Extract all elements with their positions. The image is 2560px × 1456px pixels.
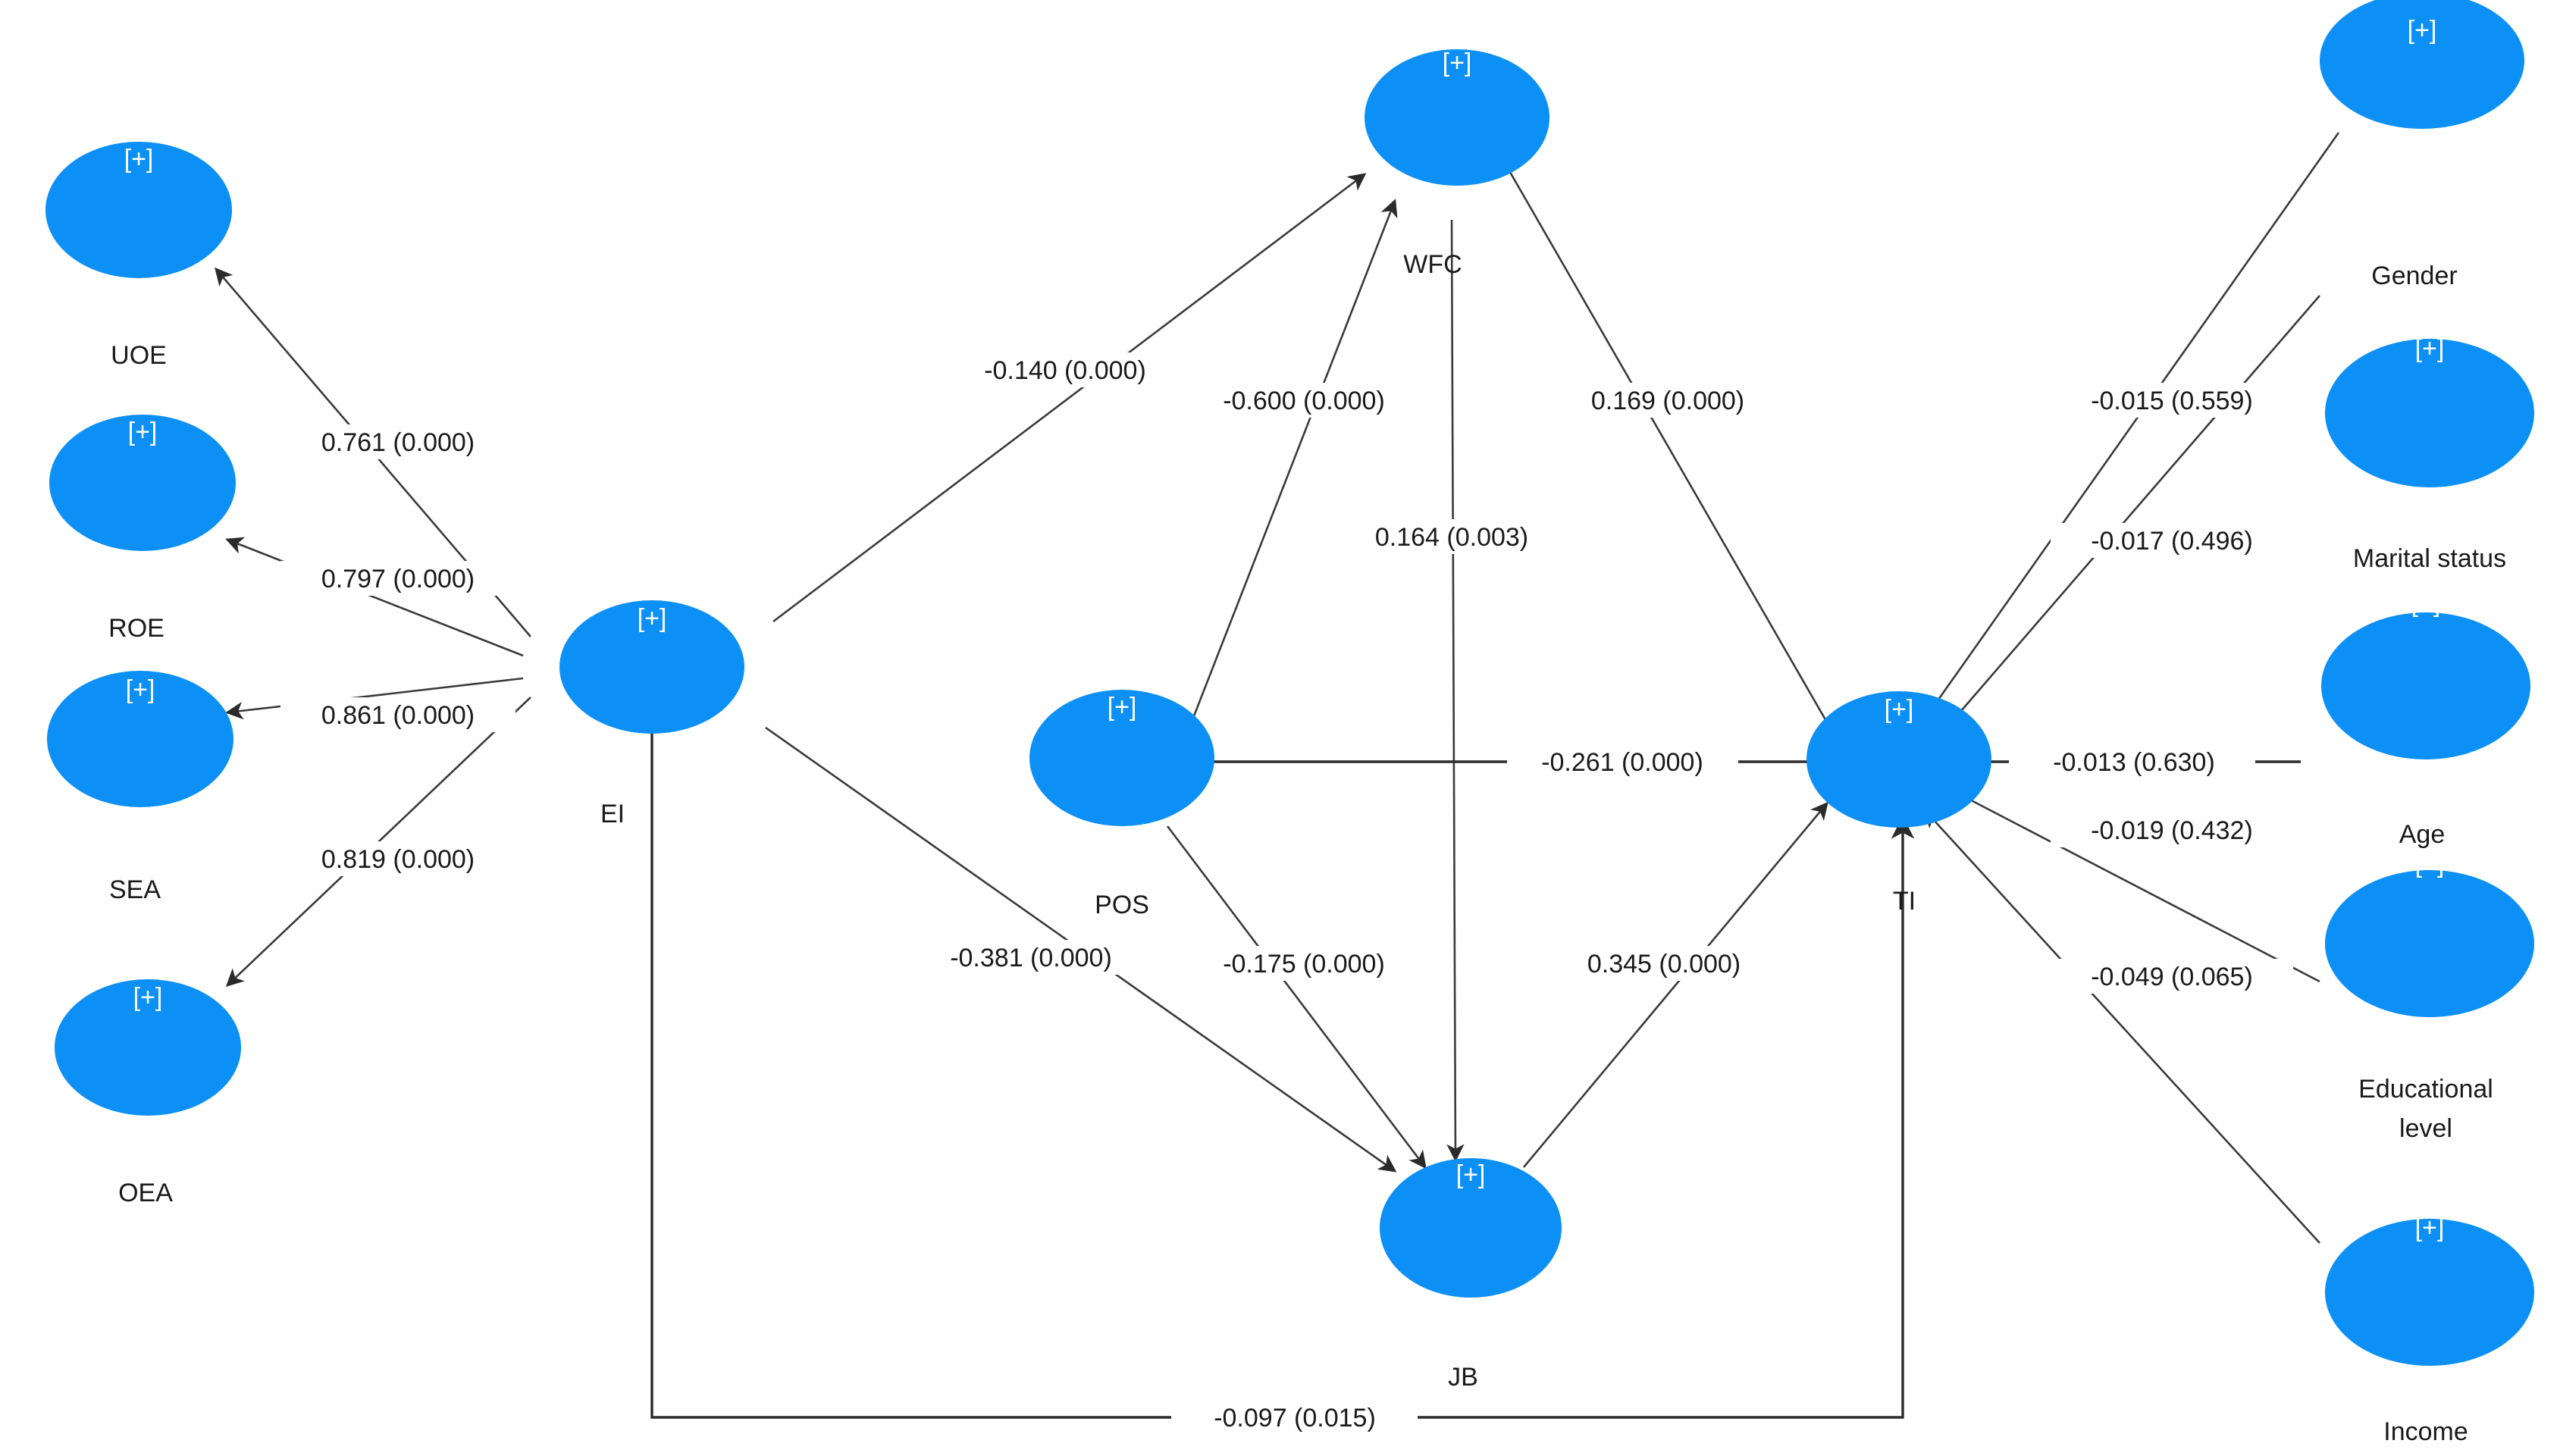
node-pos-label: POS (1095, 891, 1149, 919)
coef-ei-jb-text: -0.381 (0.000) (950, 944, 1112, 972)
edge-ei-roe (225, 537, 524, 657)
node-roe-label: ROE (108, 614, 165, 643)
node-educational-level-label-line2: level (2399, 1114, 2452, 1143)
coef-ei-oea-bg (280, 841, 515, 876)
coef-wfc-jb-text: 0.164 (0.003) (1375, 523, 1528, 552)
node-uoe-label: UOE (111, 341, 167, 370)
coef-wfc-ti-text: 0.169 (0.000) (1591, 387, 1744, 415)
node-oea-label: OEA (118, 1179, 173, 1207)
node-pos-shape[interactable] (1029, 690, 1214, 826)
edge-ei-wfc (772, 173, 1367, 623)
node-ei-shape[interactable] (559, 600, 744, 734)
node-income-shape[interactable] (2325, 1219, 2534, 1366)
coef-pos-ti-text: -0.261 (0.000) (1541, 748, 1703, 777)
node-jb-label: JB (1448, 1363, 1478, 1392)
node-income[interactable]: [+] Income (2325, 1213, 2534, 1446)
coef-pos-wfc-bg (1179, 383, 1429, 418)
node-gender[interactable]: [+] Gender (2320, 0, 2524, 290)
node-roe-shape[interactable] (49, 415, 236, 551)
edge-jb-ti (1523, 801, 1828, 1168)
edge-pos-jb (1166, 825, 1427, 1169)
node-marital-status[interactable]: [+] Marital status (2325, 334, 2534, 573)
coef-ei-ti-text: -0.097 (0.015) (1214, 1404, 1376, 1433)
node-age-label: Age (2399, 820, 2446, 849)
coef-ei-wfc-bg (940, 352, 1190, 387)
node-uoe-shape[interactable] (45, 142, 232, 278)
node-roe[interactable]: [+] ROE (49, 415, 236, 643)
node-marital-status-shape[interactable] (2325, 339, 2534, 487)
edge-ei-sea (225, 677, 524, 720)
node-educational-level-label-line1: Educational (2358, 1075, 2493, 1104)
edge-ei-ti (650, 731, 1249, 1419)
coef-ei-wfc-text: -0.140 (0.000) (984, 356, 1146, 385)
coef-ei-roe-bg (280, 561, 515, 596)
coef-ei-oea-text: 0.819 (0.000) (321, 845, 475, 874)
coef-ei-uoe-bg (280, 424, 515, 459)
edge-income-ti (1924, 809, 2320, 1244)
node-gender-shape[interactable] (2320, 0, 2524, 129)
node-oea[interactable]: [+] OEA (55, 979, 241, 1207)
node-wfc-shape[interactable] (1365, 49, 1549, 186)
coef-education-ti-text: -0.019 (0.432) (2091, 816, 2253, 845)
node-uoe[interactable]: [+] UOE (45, 142, 232, 370)
node-ti[interactable]: [+] TI (1806, 691, 1991, 916)
node-sea-label: SEA (109, 875, 161, 904)
node-gender-label: Gender (2371, 261, 2457, 290)
node-marital-status-label: Marital status (2353, 544, 2506, 573)
coef-education-ti-bg (2051, 813, 2293, 847)
node-ti-shape[interactable] (1806, 691, 1991, 828)
node-jb[interactable]: [+] JB (1380, 1158, 1562, 1392)
node-sea[interactable]: [+] SEA (47, 671, 233, 904)
node-ei-label: EI (600, 800, 625, 828)
coef-pos-jb-bg (1179, 946, 1429, 981)
coef-gender-ti-text: -0.015 (0.559) (2091, 387, 2253, 415)
coef-age-ti-text: -0.013 (0.630) (2053, 748, 2215, 777)
node-wfc[interactable]: [+] WFC (1365, 49, 1549, 279)
node-income-label: Income (2383, 1417, 2468, 1446)
coef-jb-ti-bg (1543, 946, 1785, 981)
node-wfc-label: WFC (1403, 250, 1462, 279)
coef-ei-sea-bg (280, 697, 515, 732)
coef-age-ti-bg (2013, 744, 2255, 779)
edge-education-ti (1938, 783, 2320, 983)
coef-ei-sea-text: 0.861 (0.000) (321, 701, 475, 730)
node-age-shape[interactable] (2321, 612, 2530, 759)
coef-income-ti-text: -0.049 (0.065) (2091, 963, 2253, 991)
node-oea-shape[interactable] (55, 979, 241, 1116)
node-educational-level[interactable]: [+] Educational level (2325, 850, 2534, 1143)
coef-jb-ti-text: 0.345 (0.000) (1587, 950, 1741, 978)
coef-wfc-ti-bg (1546, 383, 1789, 418)
edge-wfc-jb (1446, 219, 1465, 1162)
node-ti-label: TI (1893, 887, 1916, 916)
coef-pos-jb-text: -0.175 (0.000) (1223, 950, 1385, 978)
coef-marital-ti-bg (2051, 523, 2293, 558)
edge-wfc-ti (1503, 162, 1851, 764)
node-jb-shape[interactable] (1380, 1158, 1562, 1298)
edge-marital-ti (1935, 295, 2320, 741)
coef-ei-roe-text: 0.797 (0.000) (321, 565, 475, 593)
edge-gender-ti (1928, 132, 2340, 715)
node-sea-shape[interactable] (47, 671, 233, 807)
edge-ei-ti-cont (1357, 816, 1915, 1419)
coef-ei-jb-bg (906, 940, 1156, 975)
coef-ei-ti-bg (1171, 1398, 1418, 1435)
coef-wfc-jb-bg (1330, 519, 1573, 554)
coef-ei-uoe-text: 0.761 (0.000) (321, 428, 475, 457)
node-pos[interactable]: [+] POS (1029, 690, 1214, 919)
coef-pos-wfc-text: -0.600 (0.000) (1223, 387, 1385, 415)
coef-income-ti-bg (2051, 959, 2293, 994)
edge-pos-wfc (1158, 199, 1398, 804)
node-educational-level-shape[interactable] (2325, 870, 2534, 1017)
node-age[interactable]: [+] Age (2321, 589, 2530, 849)
coef-pos-ti-bg (1507, 744, 1738, 779)
coef-marital-ti-text: -0.017 (0.496) (2091, 527, 2253, 556)
coef-gender-ti-bg (2051, 383, 2293, 418)
